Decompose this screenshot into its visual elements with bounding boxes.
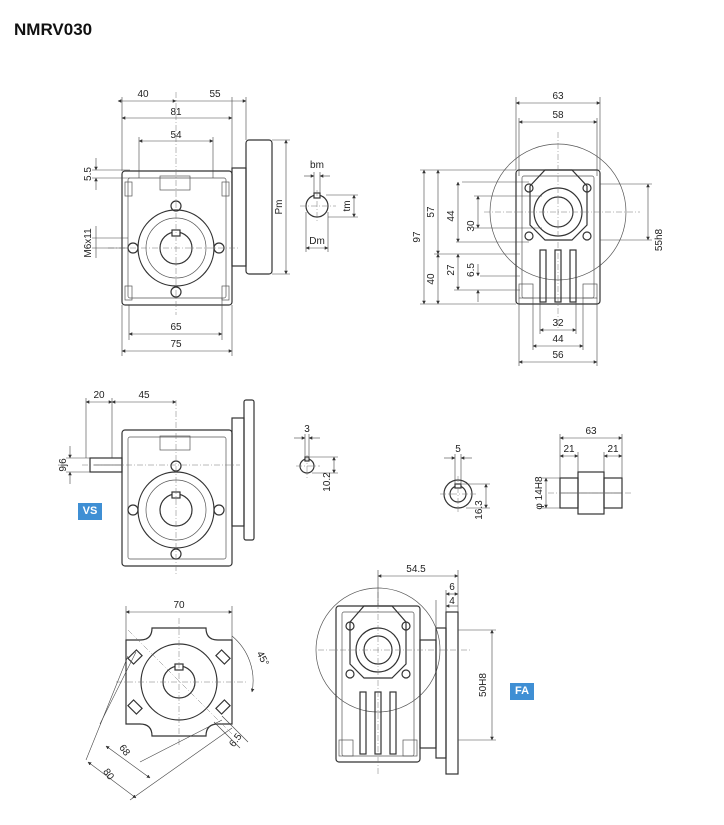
dim-vs-20: 20 <box>93 390 105 401</box>
dim-side-40: 40 <box>426 273 437 285</box>
front-view-dimensions <box>92 97 290 356</box>
dim-shaft-bm: bm <box>310 160 324 171</box>
dim-flange-70: 70 <box>173 600 185 611</box>
key-section-2 <box>440 454 490 512</box>
hollow-shaft <box>542 434 632 515</box>
dim-shaft-tm: tm <box>342 200 353 211</box>
dim-side-63: 63 <box>552 91 564 102</box>
dim-side-55h8: 55h8 <box>654 228 665 251</box>
vs-view-dimensions <box>66 398 177 484</box>
shaft-section <box>300 172 358 252</box>
dim-front-5-5: 5.5 <box>83 167 94 181</box>
dim-side-32: 32 <box>552 318 564 329</box>
dim-hollow-63: 63 <box>585 426 597 437</box>
fa-badge: FA <box>510 683 534 700</box>
dim-side-57: 57 <box>426 206 437 218</box>
drawing-title: NMRV030 <box>14 20 93 39</box>
dim-hollow-14h8: φ 14H8 <box>534 476 545 510</box>
dim-side-58: 58 <box>552 110 564 121</box>
dim-key2-5: 5 <box>455 444 461 455</box>
dim-front-65: 65 <box>170 322 182 333</box>
dim-shaft-dm: Dm <box>309 236 325 247</box>
dim-side-6-5: 6.5 <box>466 263 477 277</box>
dim-front-m6x11: M6x11 <box>83 228 94 258</box>
dim-vs-45: 45 <box>138 390 150 401</box>
dim-flange-45deg: 45° <box>254 650 271 669</box>
dim-front-55: 55 <box>209 89 221 100</box>
dim-fa-54-5: 54.5 <box>406 564 426 575</box>
dim-front-40: 40 <box>137 89 149 100</box>
dim-front-81: 81 <box>170 107 182 118</box>
vs-badge: VS <box>78 503 102 520</box>
dim-key1-10-2: 10.2 <box>322 472 333 492</box>
dim-hollow-21-left: 21 <box>563 444 575 455</box>
dim-fa-6: 6 <box>449 582 455 593</box>
key-section-1 <box>294 434 338 478</box>
dim-side-97: 97 <box>412 231 423 243</box>
dim-side-30: 30 <box>466 220 477 232</box>
dim-key1-3: 3 <box>304 424 310 435</box>
dim-fa-50h8: 50H8 <box>478 673 489 697</box>
dim-key2-16-3: 16.3 <box>474 500 485 520</box>
dim-side-56: 56 <box>552 350 564 361</box>
dim-hollow-21-right: 21 <box>607 444 619 455</box>
side-view-dimensions <box>420 97 652 366</box>
dim-vs-9j6: 9j6 <box>58 458 69 472</box>
vs-view <box>82 399 255 576</box>
dim-front-pm: Pm <box>274 200 285 215</box>
fa-view-dimensions <box>377 570 496 741</box>
side-view <box>484 132 640 330</box>
dim-side-44-vertical: 44 <box>446 210 457 222</box>
dim-side-44: 44 <box>552 334 564 345</box>
dim-flange-6-5: 6.5 <box>227 731 244 749</box>
dim-front-54: 54 <box>170 130 182 141</box>
dim-front-75: 75 <box>170 339 182 350</box>
fa-view <box>315 587 470 776</box>
flange-view <box>116 618 246 746</box>
dim-side-27: 27 <box>446 264 457 276</box>
dim-fa-4: 4 <box>449 596 455 607</box>
dim-flange-80: 80 <box>100 767 116 783</box>
front-view <box>108 92 273 315</box>
dim-flange-68: 68 <box>116 743 132 759</box>
flange-dimensions <box>85 606 255 801</box>
